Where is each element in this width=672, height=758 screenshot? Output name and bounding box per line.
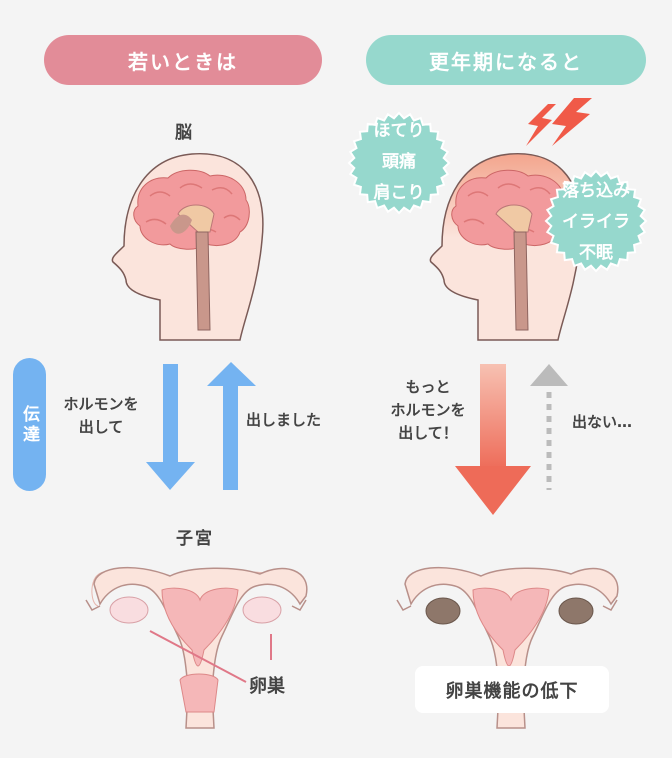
menopause-header-label: 更年期になると — [429, 49, 583, 74]
young-header-label: 若いときは — [128, 49, 238, 74]
ovary-pointer-lines — [149, 630, 272, 683]
symptom-depression: 落ち込み — [562, 181, 630, 201]
right-head — [347, 98, 648, 341]
blue-down-arrow — [146, 364, 195, 490]
young-header-pill: 若いときは — [44, 35, 322, 85]
lightning-icon — [526, 98, 592, 146]
symptom-list-a: ほてり 頭痛 肩こり — [359, 116, 439, 209]
ovary-label: 卵巣 — [249, 676, 285, 697]
hormone-more-request-label: もっと ホルモンを 出して！ — [390, 378, 466, 442]
right-uterus — [396, 566, 619, 729]
ovary-decline-box: 卵巣機能の低下 — [415, 666, 609, 713]
left-uterus — [85, 566, 308, 729]
symptom-stiff-shoulders: 肩こり — [373, 183, 425, 203]
symptom-insomnia: 不眠 — [579, 243, 613, 263]
symptom-badge-a — [347, 111, 451, 215]
left-head — [111, 153, 264, 341]
uterus-label: 子宮 — [176, 529, 214, 549]
right-brain — [451, 169, 568, 331]
symptom-badge-b — [544, 169, 648, 273]
transmission-label: 伝達 — [19, 404, 39, 445]
gray-dotted-up-arrow — [530, 364, 568, 490]
no-release-label: 出ない… — [572, 413, 633, 431]
menopause-header-pill: 更年期になると — [366, 35, 646, 85]
hormone-released-label: 出しました — [246, 411, 322, 429]
red-down-arrow — [455, 364, 531, 515]
transmission-tag: 伝達 — [13, 358, 46, 491]
symptom-irritation: イライラ — [562, 212, 630, 232]
brain-label: 脳 — [175, 123, 192, 143]
left-brain — [133, 169, 250, 331]
hormone-request-label: ホルモンを 出して — [63, 395, 139, 436]
ovary-decline-label: 卵巣機能の低下 — [445, 680, 579, 702]
symptom-list-b: 落ち込み イライラ 不眠 — [546, 176, 646, 269]
symptom-hot-flash: ほてり — [373, 121, 425, 141]
symptom-headache: 頭痛 — [382, 152, 416, 172]
blue-up-arrow — [207, 362, 256, 490]
